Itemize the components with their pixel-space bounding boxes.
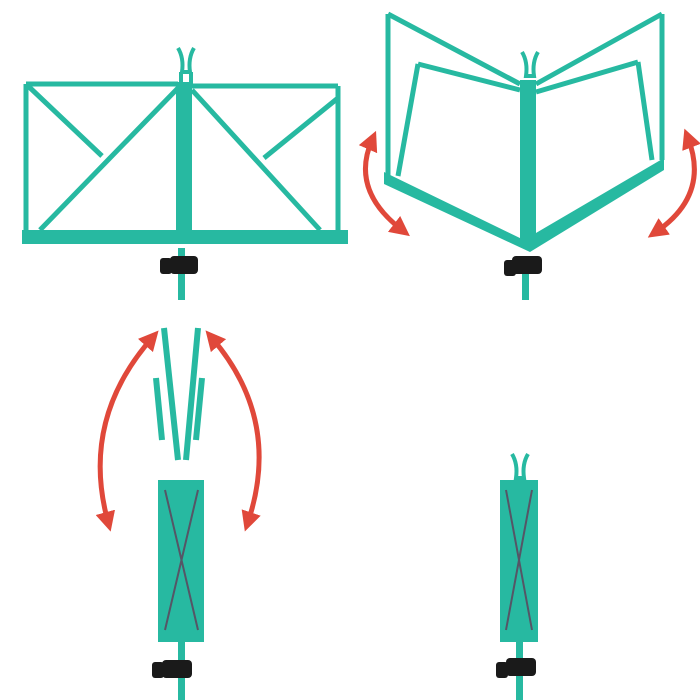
lyre-clip xyxy=(176,46,196,84)
fold-arrow-right-icon xyxy=(205,330,262,532)
stand-center-spine xyxy=(176,82,192,238)
lyre-clip xyxy=(510,452,530,480)
stand-folded xyxy=(496,452,538,700)
rotate-arrow-right-icon xyxy=(647,128,700,238)
brace-rods xyxy=(505,489,533,631)
stand-frame-arms xyxy=(385,11,665,177)
lyre-clip xyxy=(520,50,540,78)
locking-knob-icon xyxy=(160,256,198,274)
stand-folding xyxy=(95,327,262,700)
rotate-arrow-left-icon xyxy=(358,130,410,237)
stand-frame-arms xyxy=(153,327,205,461)
stand-center-spine xyxy=(520,80,536,244)
locking-knob-icon xyxy=(152,660,192,678)
locking-knob-icon xyxy=(504,256,542,276)
brace-rods xyxy=(164,489,199,631)
locking-knob-icon xyxy=(496,658,536,678)
stand-open-flat xyxy=(22,46,348,300)
stand-ledge xyxy=(384,158,664,252)
stand-pole xyxy=(522,265,529,300)
stand-frame-arms xyxy=(23,81,341,232)
fold-arrow-left-icon xyxy=(95,330,159,532)
stand-open-angled xyxy=(358,11,700,300)
